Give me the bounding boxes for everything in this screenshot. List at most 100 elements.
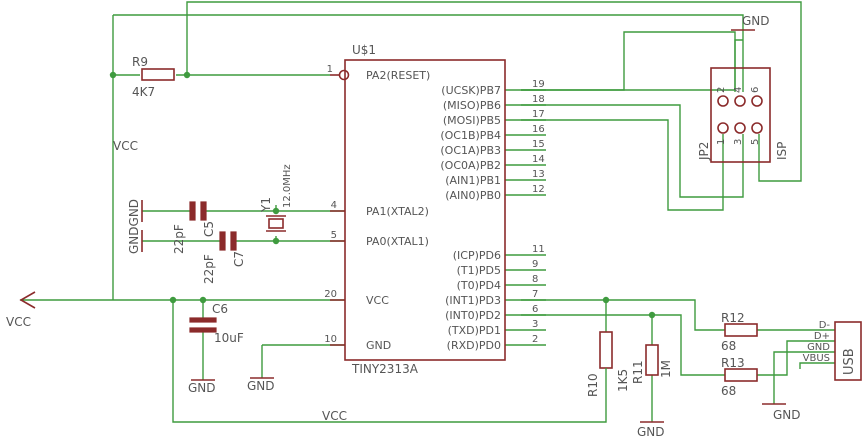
usb-body xyxy=(834,321,862,381)
jp2-pin xyxy=(751,122,763,134)
usb-gnd-wire xyxy=(773,351,835,404)
pin-label: (OC0A)PB2 xyxy=(440,159,501,172)
pin-label: (INT0)PD2 xyxy=(445,309,501,322)
capacitor-c5: 22pF C5 xyxy=(172,201,216,254)
usb-pin-label: D- xyxy=(819,320,831,331)
junction-dot xyxy=(272,237,280,245)
vcc-bottom-label: VCC xyxy=(322,409,347,423)
pin-label: (MOSI)PB5 xyxy=(443,114,501,127)
r9-body xyxy=(141,68,175,81)
reset-inverter-bubble xyxy=(338,69,350,81)
y1-ref: Y1 xyxy=(259,197,273,213)
pd2-wire xyxy=(521,314,725,376)
c5-value: 22pF xyxy=(172,224,186,254)
jp2-ref: JP2 xyxy=(697,142,711,161)
gnd-label: GND xyxy=(637,425,665,439)
c6-ref: C6 xyxy=(212,302,228,316)
jp2-pin xyxy=(717,95,729,107)
y1-body xyxy=(268,218,284,229)
chip-u1: U$1 TINY2313A 1 PA2(RESET) 4 PA1(XTAL2) … xyxy=(324,43,544,376)
pin-number: 4 xyxy=(331,200,337,211)
pin-label: (T0)PD4 xyxy=(457,279,501,292)
r12-body xyxy=(724,323,758,337)
pin-number: 1 xyxy=(327,64,333,75)
ucsk-wire-a xyxy=(521,39,743,91)
vcc-arrow-label: VCC xyxy=(6,315,31,329)
jp2-pin-number: 6 xyxy=(750,87,761,93)
usb-pin-label: GND xyxy=(807,342,830,353)
vcc-net-label: VCC xyxy=(113,139,138,153)
resistor-r12: R12 68 xyxy=(721,311,758,353)
gnd-symbol-isp: GND xyxy=(731,14,770,31)
jp2-pin xyxy=(734,95,746,107)
jp2-pin-number: 4 xyxy=(733,87,744,93)
c6-plate xyxy=(189,327,217,333)
pin-number: 11 xyxy=(532,244,545,255)
pin-label: VCC xyxy=(366,294,389,307)
dplus-wire xyxy=(757,340,835,376)
chip-gnd-wire xyxy=(261,344,345,378)
pin-number: 8 xyxy=(532,274,538,285)
junction-dot xyxy=(169,296,177,304)
port-b-stubs xyxy=(505,89,546,196)
chip-ref: U$1 xyxy=(352,43,376,57)
c5-plate xyxy=(189,201,196,221)
jp2-pin-number: 5 xyxy=(750,139,761,145)
y1-value: 12.0MHz xyxy=(282,164,293,208)
usb-vbus-wire xyxy=(799,362,835,369)
pin-label: PA1(XTAL2) xyxy=(366,205,429,218)
r13-body xyxy=(724,368,758,382)
jp2-pin-number: 2 xyxy=(716,87,727,93)
r9-value: 4K7 xyxy=(132,85,155,99)
pin-number: 13 xyxy=(532,169,545,180)
gnd-symbol-usb: GND xyxy=(762,403,801,422)
reset-isp-wire xyxy=(186,1,802,182)
c5-plate xyxy=(200,201,207,221)
pin-number: 6 xyxy=(532,304,538,315)
junction-dot xyxy=(272,207,280,215)
vcc-bottom-wire xyxy=(172,300,607,423)
chip-body xyxy=(344,59,506,361)
gnd-caps-label: GNDGND xyxy=(127,199,141,254)
resistor-r10: R10 1K5 xyxy=(586,331,630,397)
pin-number: 5 xyxy=(331,230,337,241)
jp2-label: ISP xyxy=(775,142,789,160)
pin-label: (T1)PD5 xyxy=(457,264,501,277)
pin-number: 10 xyxy=(324,334,337,345)
gnd-symbol-c6: GND xyxy=(188,379,216,395)
capacitor-c6: C6 10uF xyxy=(189,302,244,345)
pin-label: (UCSK)PB7 xyxy=(441,84,501,97)
y1-plates xyxy=(266,215,286,232)
jp2-pin xyxy=(751,95,763,107)
chip-part: TINY2313A xyxy=(351,362,419,376)
resistor-r11: R11 1M xyxy=(631,344,673,384)
jp2-pin xyxy=(717,122,729,134)
c7-plate xyxy=(219,231,226,251)
pin-number: 2 xyxy=(532,334,538,345)
pin-label: (AIN1)PB1 xyxy=(445,174,501,187)
pin-label: (INT1)PD3 xyxy=(445,294,501,307)
vcc-arrow: VCC xyxy=(6,291,36,329)
junction-dot xyxy=(602,296,610,304)
c6-value: 10uF xyxy=(214,331,244,345)
pin-number: 20 xyxy=(324,289,337,300)
wires xyxy=(20,1,835,423)
pin-number: 15 xyxy=(532,139,545,150)
gnd-symbol-chip: GND xyxy=(247,377,275,393)
r10-ref: R10 xyxy=(586,373,600,397)
jp2-pin-number: 1 xyxy=(716,139,727,145)
pin-label: (RXD)PD0 xyxy=(447,339,501,352)
c6-plate xyxy=(189,317,217,323)
c7-ref: C7 xyxy=(232,251,246,267)
usb-pin-label: D+ xyxy=(814,331,830,342)
junction-dot xyxy=(109,71,117,79)
resistor-r13: R13 68 xyxy=(721,356,758,398)
pin-label: (MISO)PB6 xyxy=(443,99,501,112)
pin-label: (TXD)PD1 xyxy=(448,324,501,337)
ucsk-wire xyxy=(521,31,736,92)
r12-value: 68 xyxy=(721,339,736,353)
c7-value: 22pF xyxy=(202,254,216,284)
gnd-label: GND xyxy=(773,408,801,422)
junction-dot xyxy=(648,311,656,319)
pin-label: PA2(RESET) xyxy=(366,69,430,82)
